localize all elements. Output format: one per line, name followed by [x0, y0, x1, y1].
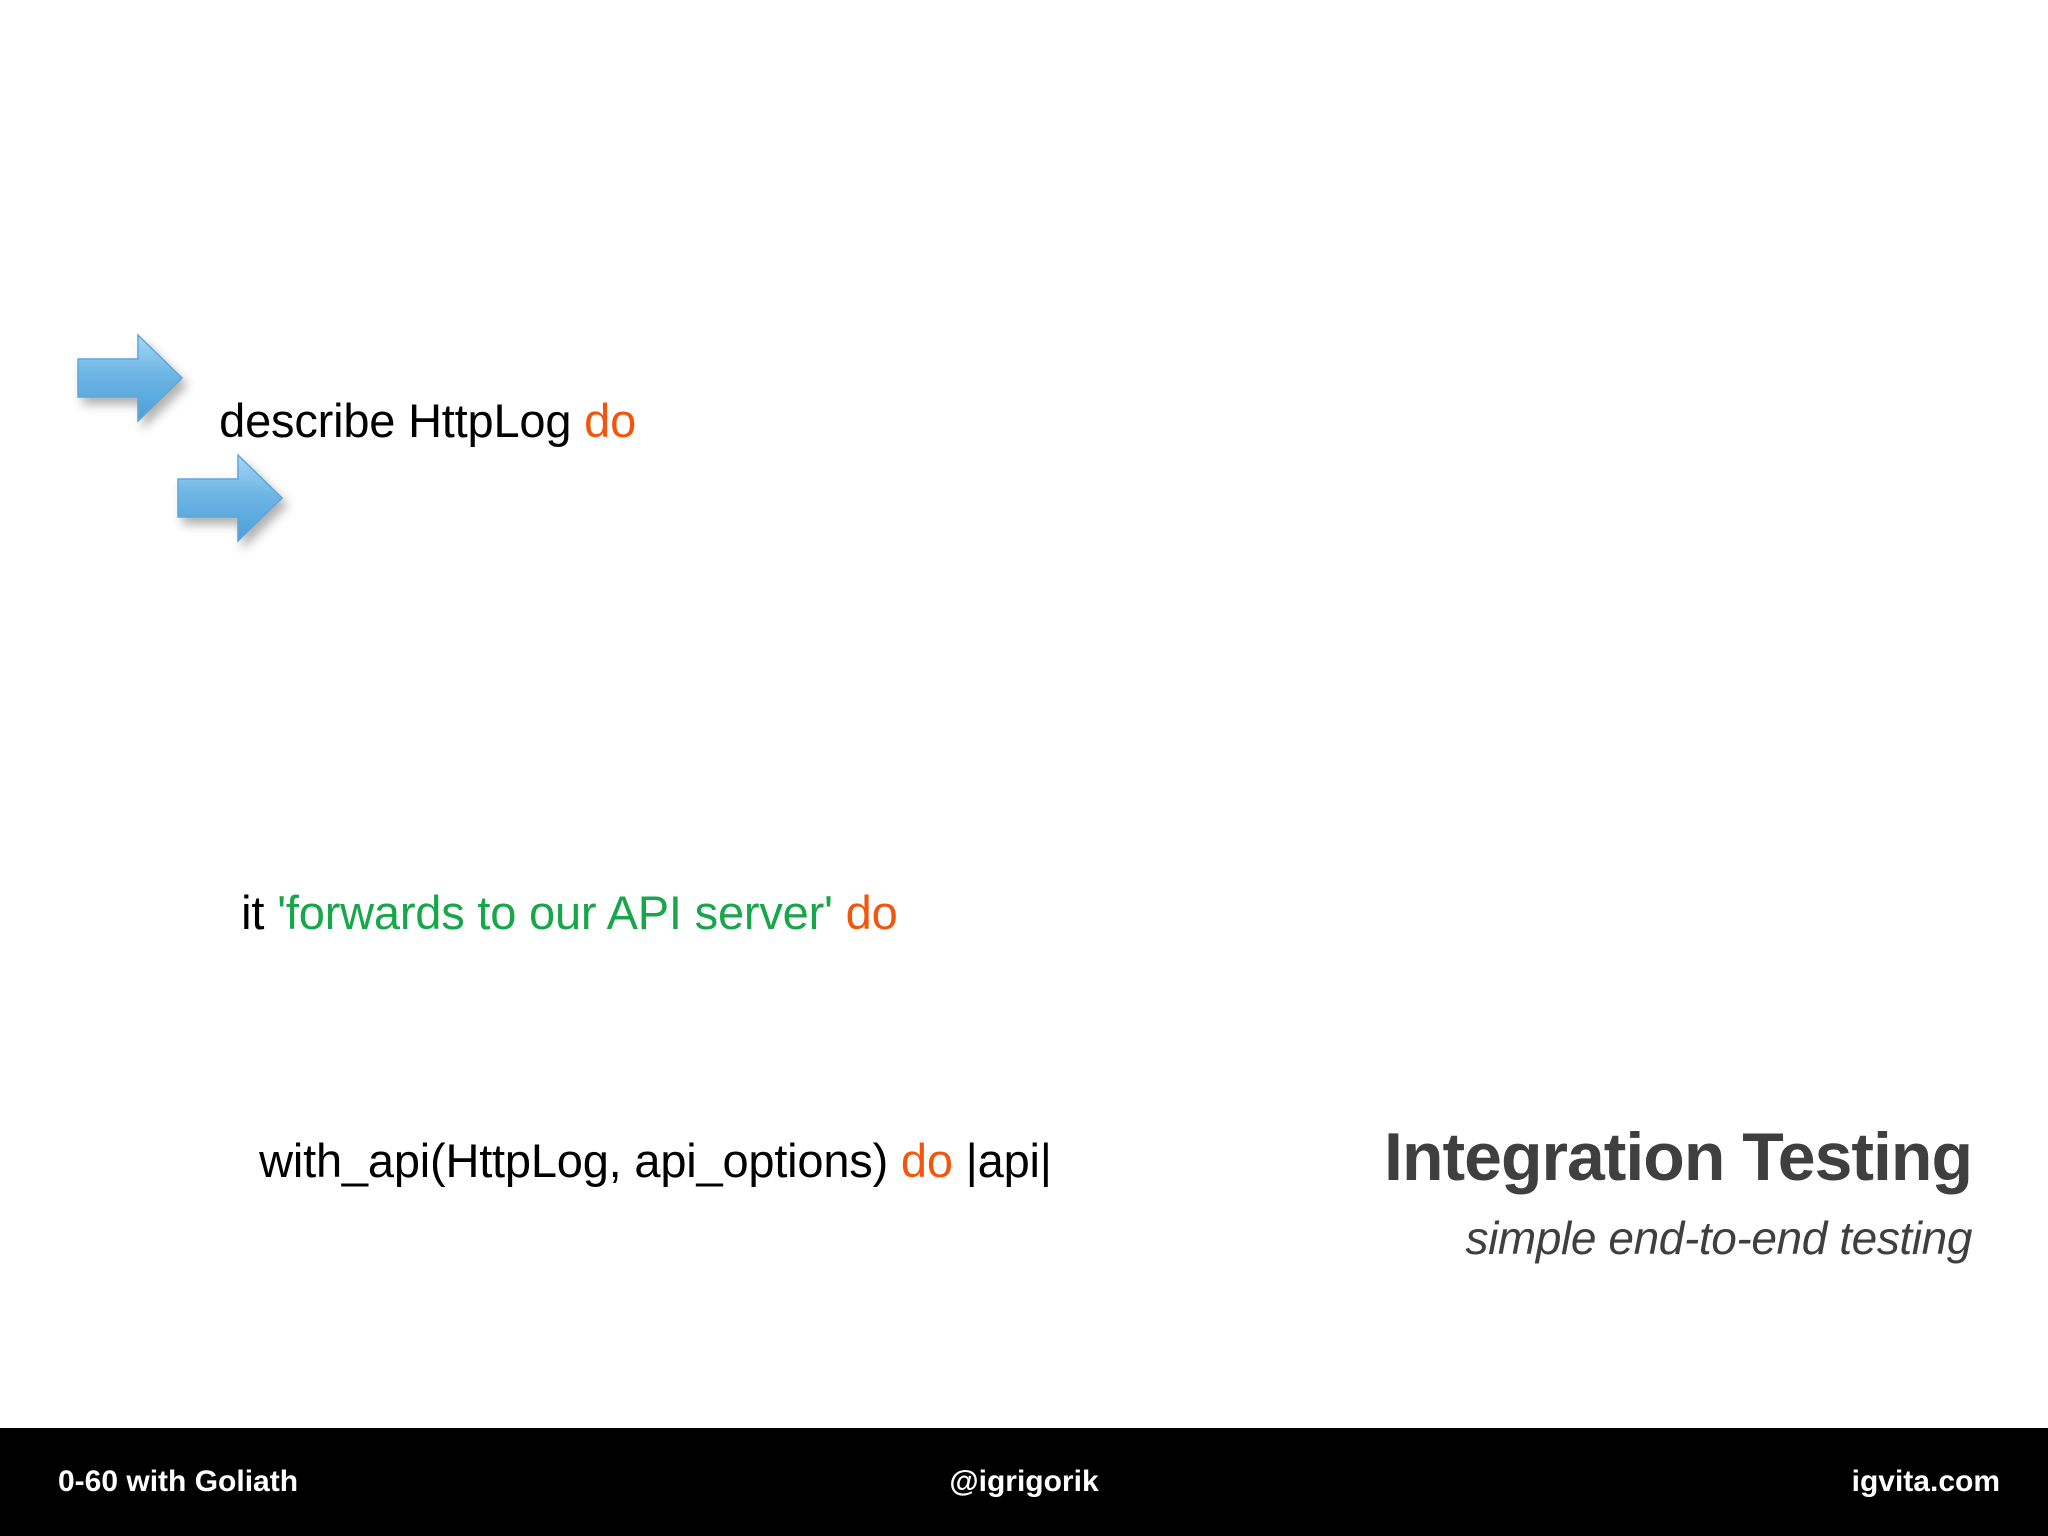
code-line-describe: describe HttpLog do: [142, 328, 1842, 447]
code-token: it: [241, 886, 278, 939]
code-keyword-do: do: [900, 1134, 953, 1187]
code-token: |api|: [952, 1134, 1052, 1187]
code-line-it: it 'forwards to our API server' do: [142, 820, 1842, 939]
code-line-blank: [142, 576, 1842, 634]
code-line-blank: [142, 1316, 1842, 1372]
footer-talk-title: 0-60 with Goliath: [58, 1465, 299, 1498]
code-keyword-do: do: [584, 394, 637, 447]
footer-twitter-handle: @igrigorik: [949, 1465, 1099, 1498]
page-title: Integration Testing: [1384, 1119, 1973, 1195]
code-block: describe HttpLog do it 'forwards to our …: [142, 142, 1842, 1536]
code-token: with_api(HttpLog, api_options): [259, 1134, 901, 1187]
headline-group: Integration Testing simple end-to-end te…: [1384, 1118, 1973, 1266]
footer-website: igvita.com: [1851, 1465, 2000, 1498]
code-keyword-do: do: [845, 886, 898, 939]
page-subtitle: simple end-to-end testing: [1465, 1212, 1972, 1264]
right-arrow-icon-with-api: [77, 333, 184, 423]
code-token: [833, 886, 846, 939]
code-token: describe HttpLog: [219, 394, 585, 447]
code-string-spec-name: 'forwards to our API server': [277, 886, 833, 939]
right-arrow-icon-get-request: [177, 453, 284, 543]
footer-bar: 0-60 with Goliath @igrigorik igvita.com: [0, 1428, 2048, 1536]
code-line-with-api: with_api(HttpLog, api_options) do |api|: [142, 1068, 1842, 1187]
